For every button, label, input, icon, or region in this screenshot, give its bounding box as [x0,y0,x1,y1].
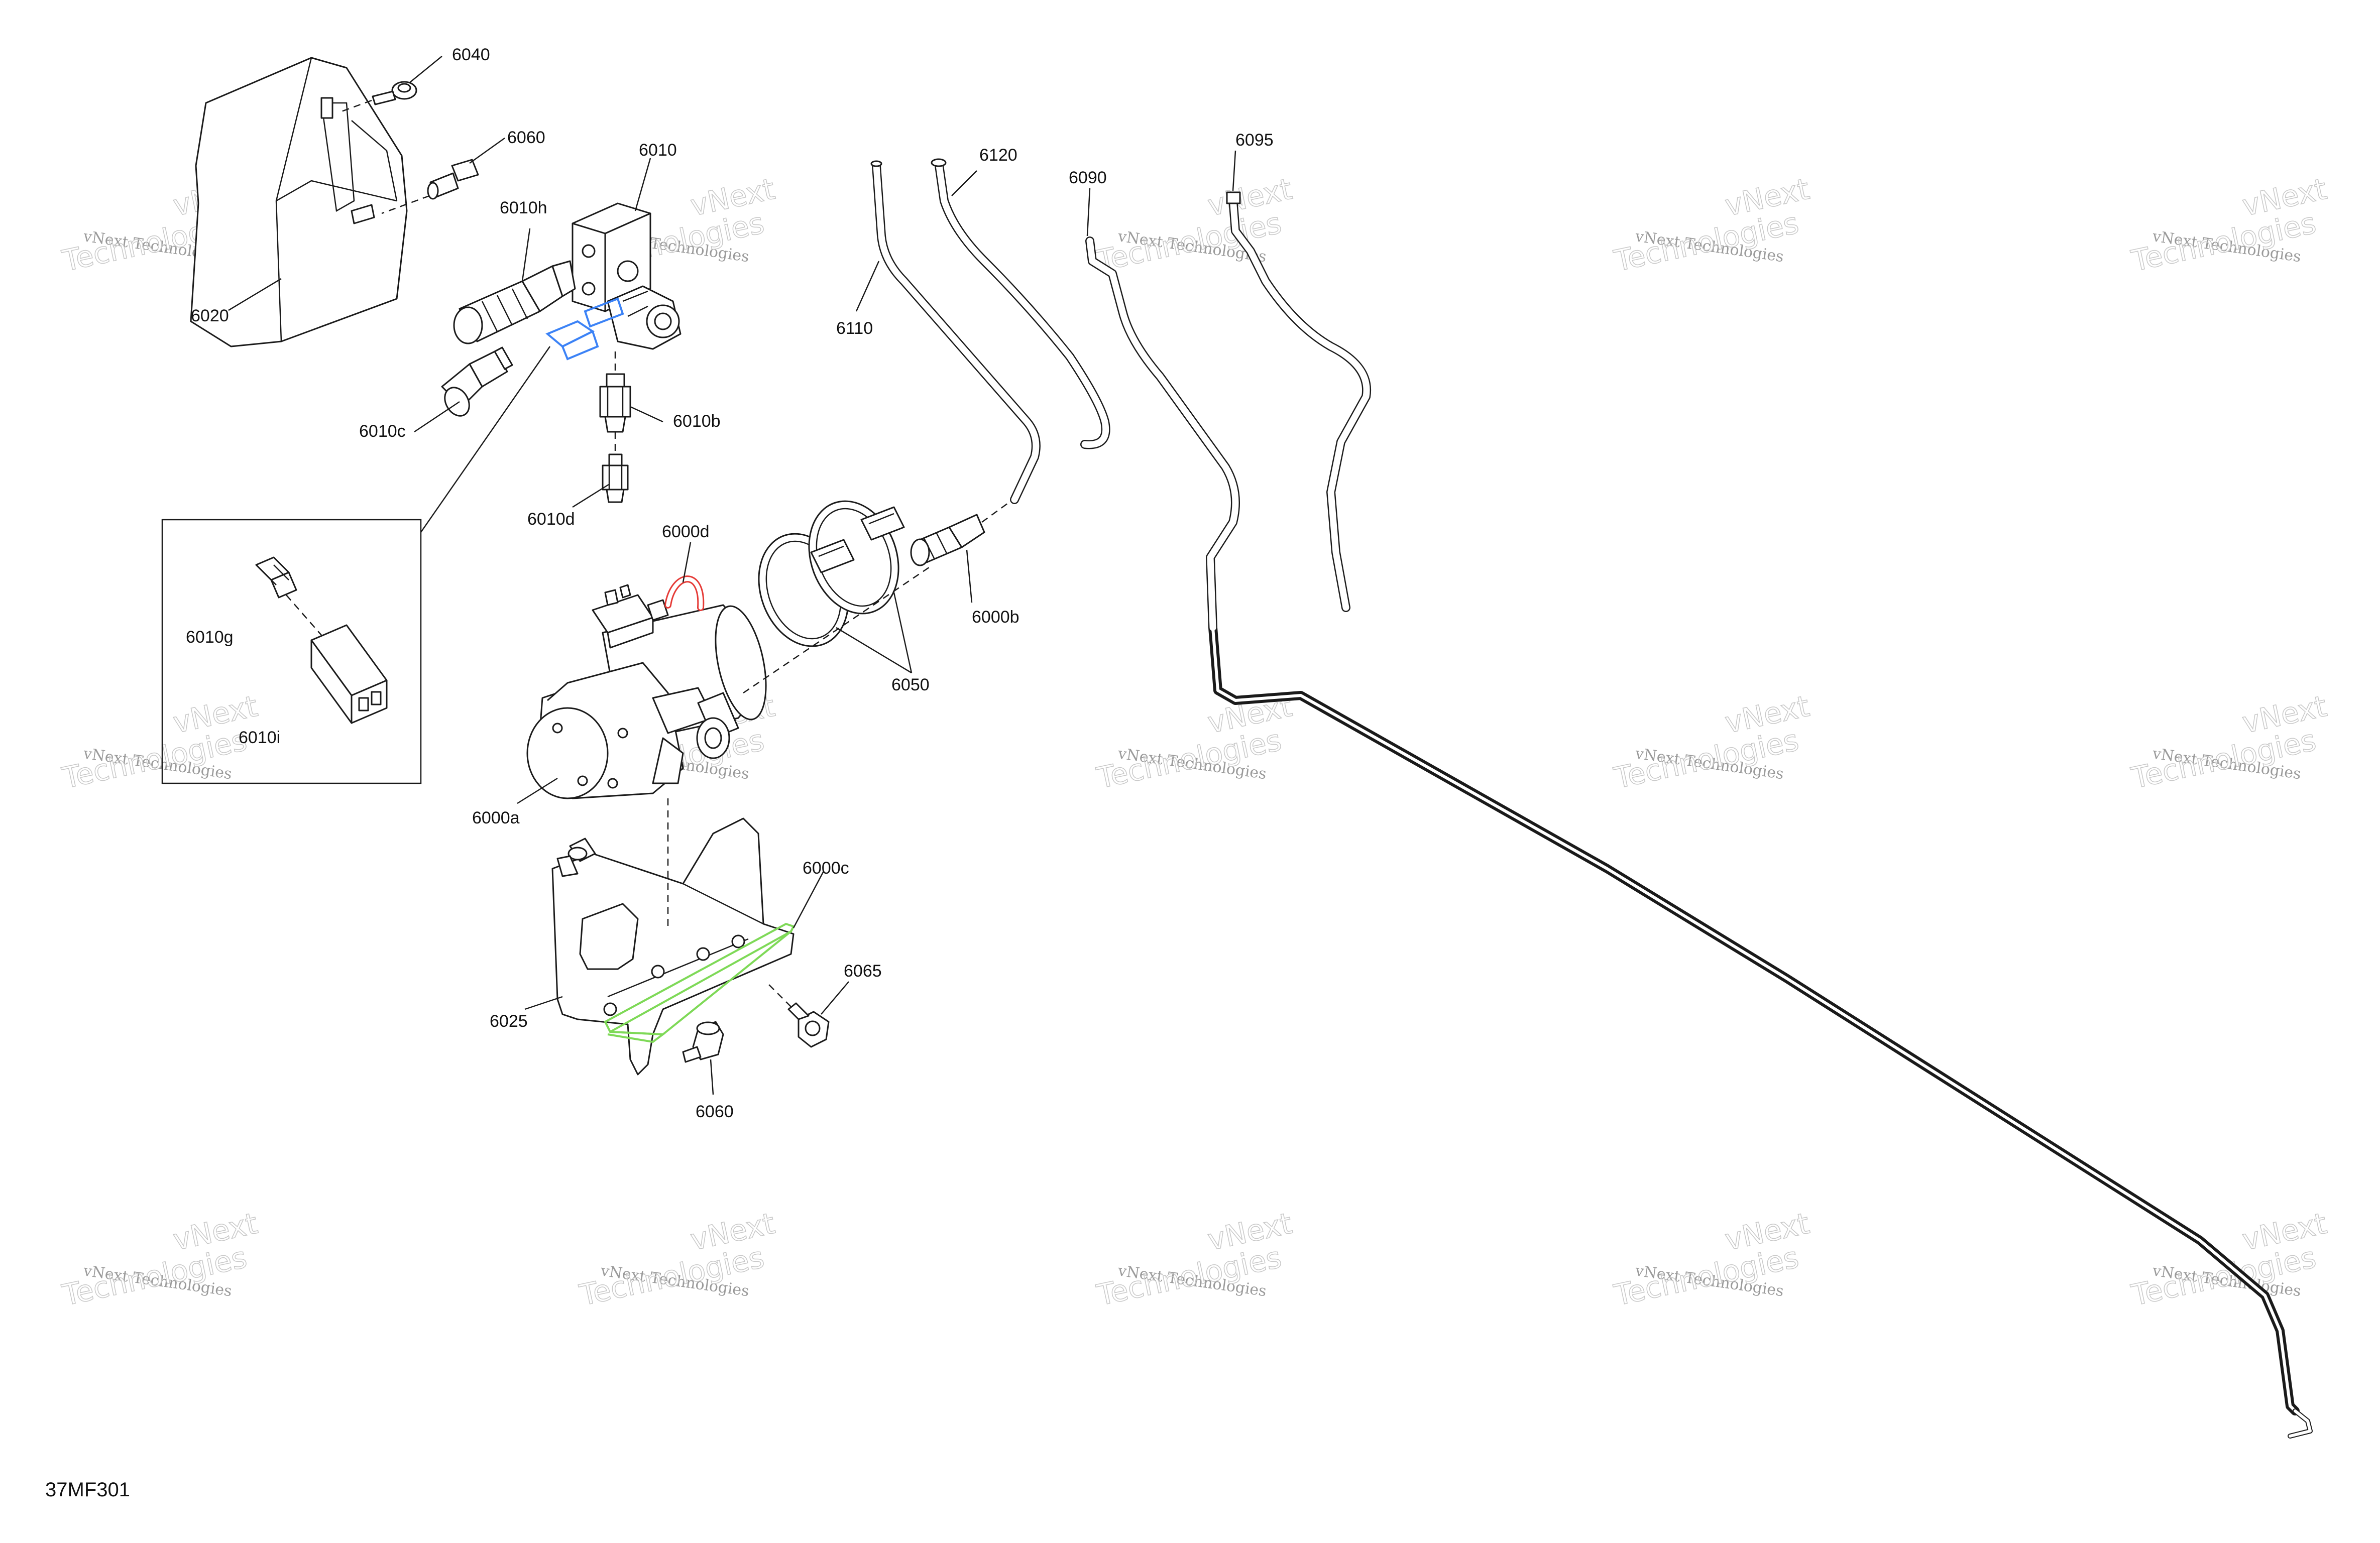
part-6095-fuel-line[interactable] [1226,191,1372,612]
callout-6040: 6040 [452,45,490,64]
part-6010d-fitting[interactable] [602,453,629,503]
part-6060-bolt-top[interactable] [427,159,479,200]
part-6025-bracket[interactable] [551,817,795,1076]
watermark-text: Technologies [577,1240,767,1313]
part-6090-fuel-line[interactable] [1085,236,2313,1439]
watermark-text: Technologies [2128,1240,2319,1313]
callout-6010i: 6010i [239,728,280,747]
watermark-text: Technologies [59,723,250,795]
callout-6060-top: 6060 [507,128,545,147]
inset-connector-detail [161,346,551,784]
watermark-text: Technologies [1611,723,1802,795]
part-6010h-sensor[interactable] [453,260,576,344]
watermark-text: Technologies [2128,723,2319,795]
callout-6010g: 6010g [186,628,234,647]
callout-labels: 6040 6060 6010 6010h 6020 6010c 6010b 60… [186,45,1274,1121]
part-6040-screw[interactable] [372,81,417,105]
part-6065-bolt[interactable] [787,1002,830,1048]
callout-6010d: 6010d [527,510,575,529]
assembly-line [743,566,930,694]
callout-6095: 6095 [1235,131,1274,150]
part-6010-sensor-block[interactable] [572,202,682,350]
part-6000d-hose-inner [666,577,703,610]
callout-6025: 6025 [490,1012,528,1031]
callout-6000a: 6000a [472,808,520,827]
callout-6120: 6120 [979,146,1017,165]
part-6010b-fitting[interactable] [599,373,631,433]
callout-6000c: 6000c [803,859,849,878]
assembly-line [381,195,430,214]
callout-6010c: 6010c [359,422,406,441]
callout-6000d: 6000d [662,522,710,541]
callout-6050: 6050 [891,675,930,694]
leader-lines [228,56,1236,1095]
callout-6065: 6065 [844,962,882,981]
part-6110-hose[interactable] [870,160,1041,504]
part-6000a-fuel-pump[interactable] [526,584,775,799]
callout-6000b: 6000b [972,608,1019,627]
callout-6020: 6020 [191,306,229,325]
figure-id: 37MF301 [45,1479,130,1501]
assembly-line [981,501,1010,523]
part-6000b-fitting[interactable] [910,514,985,566]
callout-6010b: 6010b [673,412,721,431]
part-6020-shield[interactable] [190,57,408,347]
watermark-text: Technologies [1094,1240,1285,1313]
callout-6110: 6110 [836,319,873,338]
part-6060-bolt-bottom[interactable] [682,1021,724,1063]
part-6050-clamps[interactable] [744,489,914,659]
part-6010g-connector[interactable] [255,556,297,599]
watermark-text: Technologies [1094,723,1285,795]
part-6010i-connector-housing[interactable] [310,624,388,724]
watermark-text: Technologies [1611,1240,1802,1313]
watermark-text: Technologies [2128,206,2319,278]
assembly-line [768,984,791,1007]
part-6010g-connector-highlight[interactable] [545,297,624,361]
part-6000c-pad-outline [604,926,795,1036]
callout-6010h: 6010h [500,198,547,217]
assembly-line [341,99,372,112]
part-6010c-elbow[interactable] [440,346,513,420]
assembly-line [286,595,322,636]
callout-6090: 6090 [1069,168,1107,187]
callout-6060-bottom: 6060 [696,1102,734,1121]
watermark-text: Technologies [1611,206,1802,278]
watermark-text: Technologies [59,1240,250,1313]
callout-6010: 6010 [639,141,677,160]
part-6120-hose[interactable] [931,158,1110,449]
